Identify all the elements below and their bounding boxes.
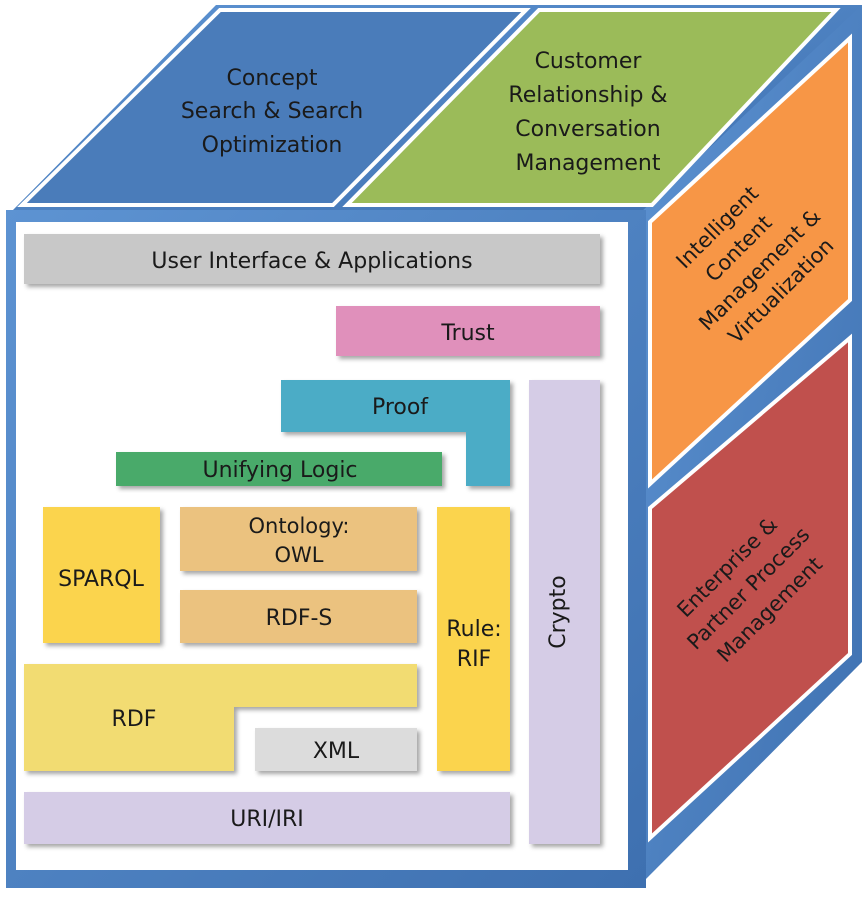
top-face-concept-search-line-1: Concept xyxy=(227,66,318,91)
top-face-concept-search-line-3: Optimization xyxy=(202,133,343,158)
layer-trust-box xyxy=(336,306,600,356)
side-face-intelligent-content-shape xyxy=(648,33,852,489)
layer-ontology-box xyxy=(180,507,417,571)
side-face-enterprise-partner: Enterprise & Partner Process Management xyxy=(648,333,852,843)
layer-crypto-label: Crypto xyxy=(546,575,571,648)
layer-rdfs: RDF-S xyxy=(180,590,417,643)
layer-user-interface-label: User Interface & Applications xyxy=(151,249,472,274)
layer-crypto-box xyxy=(529,380,600,844)
layer-xml-box xyxy=(255,728,417,771)
layer-unifying-logic-box xyxy=(116,452,442,486)
layer-rule-line-2: RIF xyxy=(457,647,491,672)
layer-ontology-line-2: OWL xyxy=(275,543,324,567)
layer-rdf-label: RDF xyxy=(112,707,157,732)
layer-xml-label: XML xyxy=(313,739,360,764)
layer-uri: URI/IRI xyxy=(24,792,510,844)
layer-unifying-logic-label: Unifying Logic xyxy=(202,458,357,483)
layer-ontology-line-1: Ontology: xyxy=(249,514,350,538)
layer-user-interface-box xyxy=(24,234,600,284)
layer-uri-box xyxy=(24,792,510,844)
layer-sparql-box xyxy=(43,507,160,643)
layer-proof-box xyxy=(281,380,510,486)
layer-proof: Proof xyxy=(281,380,510,486)
layer-rule-box xyxy=(437,507,510,771)
top-face-customer-relationship-line-3: Conversation xyxy=(515,117,660,142)
top-face-customer-relationship-shape xyxy=(342,8,841,207)
layer-user-interface: User Interface & Applications xyxy=(24,234,600,284)
layer-rdfs-label: RDF-S xyxy=(266,606,333,631)
layer-rdf-box xyxy=(24,664,417,771)
top-face-concept-search-shape xyxy=(17,8,531,207)
side-face-intelligent-content: Intelligent Content Management & Virtual… xyxy=(648,33,852,489)
layer-rdf: RDF xyxy=(24,664,417,771)
layer-trust-label: Trust xyxy=(440,321,495,346)
layer-crypto: Crypto xyxy=(529,380,600,844)
layer-xml: XML xyxy=(255,728,417,771)
layer-rule: Rule: RIF xyxy=(437,507,510,771)
layer-unifying-logic: Unifying Logic xyxy=(116,452,442,486)
layer-proof-label: Proof xyxy=(372,395,429,420)
layer-sparql: SPARQL xyxy=(43,507,160,643)
top-face-customer-relationship-line-2: Relationship & xyxy=(508,83,667,108)
layer-rule-line-1: Rule: xyxy=(446,617,501,642)
layer-trust: Trust xyxy=(336,306,600,356)
top-face-concept-search-line-2: Search & Search xyxy=(181,99,363,124)
side-face-enterprise-partner-shape xyxy=(648,333,852,843)
layer-sparql-label: SPARQL xyxy=(58,567,144,592)
top-face-customer-relationship-line-1: Customer xyxy=(535,49,643,74)
top-face-concept-search: Concept Search & Search Optimization xyxy=(17,8,531,207)
layer-rdfs-box xyxy=(180,590,417,643)
top-face-customer-relationship-line-4: Management xyxy=(516,151,661,176)
layer-uri-label: URI/IRI xyxy=(230,807,304,832)
top-face-customer-relationship: Customer Relationship & Conversation Man… xyxy=(342,8,841,207)
layer-ontology: Ontology: OWL xyxy=(180,507,417,571)
